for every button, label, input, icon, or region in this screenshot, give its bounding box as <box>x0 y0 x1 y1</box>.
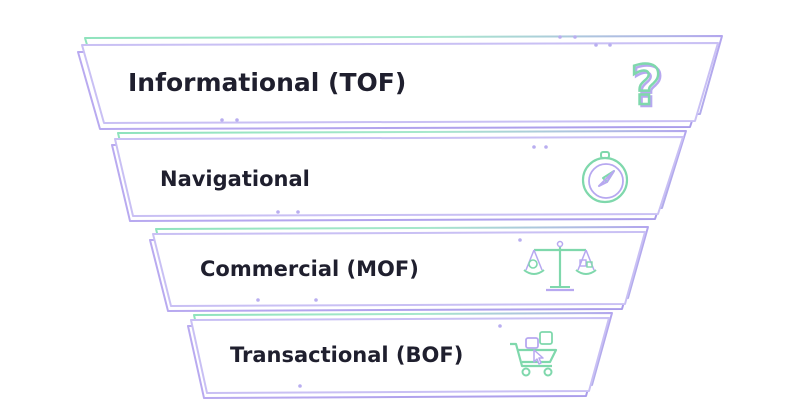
stage-label-navigational: Navigational <box>160 167 310 191</box>
stage-label-transactional: Transactional (BOF) <box>230 343 463 367</box>
stage-label-commercial: Commercial (MOF) <box>200 257 419 281</box>
svg-text:?: ? <box>632 56 663 119</box>
svg-text:?: ? <box>630 54 661 117</box>
funnel-tier-transactional: Transactional (BOF) <box>187 312 613 399</box>
funnel-tier-navigational: Navigational <box>111 130 687 222</box>
question-mark-icon: ? ? <box>629 53 665 121</box>
stage-label-informational: Informational (TOF) <box>128 68 406 97</box>
compass-icon <box>581 151 629 204</box>
shopping-cart-icon <box>510 331 558 377</box>
funnel-tier-commercial: Commercial (MOF) <box>149 226 649 312</box>
balance-scale-icon <box>523 240 597 292</box>
funnel-tier-informational: Informational (TOF) ? ? <box>77 35 723 130</box>
